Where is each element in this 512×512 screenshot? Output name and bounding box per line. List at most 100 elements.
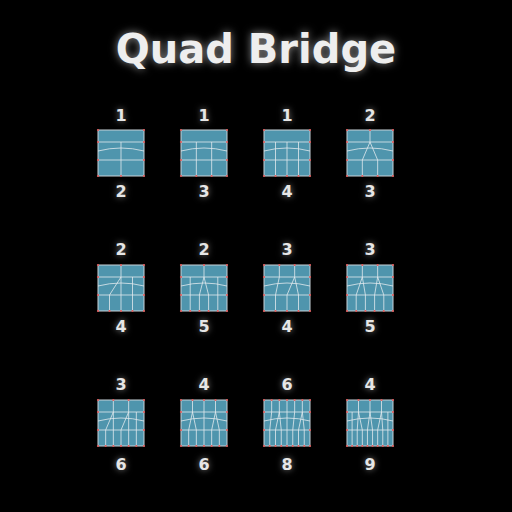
vertex-dot — [280, 445, 282, 447]
mesh-stroke — [121, 142, 122, 160]
mesh-stroke — [279, 400, 280, 412]
vertex-dot — [214, 399, 216, 401]
vertex-dot — [143, 411, 145, 413]
quad-mesh-icon — [263, 264, 311, 312]
mesh-stroke — [132, 277, 133, 295]
vertex-dot — [226, 399, 228, 401]
mesh-stroke — [276, 277, 280, 295]
vertex-dot — [97, 399, 99, 401]
vertex-dot — [294, 399, 296, 401]
vertex-dot — [143, 429, 145, 431]
vertex-dot — [180, 276, 182, 278]
vertex-dot — [97, 445, 99, 447]
mesh-stroke — [136, 430, 137, 446]
mesh-stroke — [199, 295, 200, 311]
vertex-dot — [180, 264, 182, 266]
quad-mesh-icon — [346, 399, 394, 447]
mesh-stroke — [357, 430, 358, 446]
mesh-stroke — [362, 430, 363, 446]
vertex-dot — [392, 141, 394, 143]
vertex-dot — [392, 310, 394, 312]
edge-count-number: 5 — [350, 317, 390, 337]
vertex-dot — [374, 310, 376, 312]
mesh-stroke — [287, 400, 288, 412]
edge-count-number: 2 — [184, 240, 224, 260]
vertex-dot — [392, 264, 394, 266]
vertex-dot — [180, 159, 182, 161]
vertex-dot — [361, 264, 363, 266]
vertex-dot — [226, 310, 228, 312]
mesh-stroke — [279, 412, 281, 430]
vertex-dot — [180, 429, 182, 431]
mesh-stroke — [275, 142, 276, 160]
vertex-dot — [346, 294, 348, 296]
vertex-dot — [286, 399, 288, 401]
vertex-dot — [271, 399, 273, 401]
vertex-dot — [218, 445, 220, 447]
mesh-stroke — [352, 430, 353, 446]
mesh-stroke — [98, 418, 144, 421]
edge-count-number: 9 — [350, 455, 390, 475]
edge-count-number: 3 — [267, 240, 307, 260]
vertex-dot — [297, 175, 299, 177]
mesh-stroke — [374, 295, 375, 311]
vertex-dot — [346, 129, 348, 131]
mesh-stroke — [270, 412, 272, 430]
vertex-dot — [135, 445, 137, 447]
edge-count-number: 2 — [101, 182, 141, 202]
mesh-stroke — [211, 430, 212, 446]
vertex-dot — [143, 445, 145, 447]
mesh-stroke — [113, 412, 114, 430]
edge-count-number: 6 — [101, 455, 141, 475]
mesh-stroke — [275, 430, 276, 446]
vertex-dot — [180, 399, 182, 401]
vertex-dot — [226, 276, 228, 278]
mesh-stroke — [192, 400, 193, 412]
mesh-stroke — [281, 430, 282, 446]
mesh-stroke — [271, 400, 272, 412]
vertex-dot — [208, 310, 210, 312]
vertex-dot — [286, 175, 288, 177]
vertex-dot — [198, 310, 200, 312]
vertex-dot — [274, 310, 276, 312]
mesh-stroke — [365, 295, 366, 311]
mesh-stroke — [378, 277, 384, 295]
vertex-dot — [392, 399, 394, 401]
vertex-dot — [369, 129, 371, 131]
mesh-stroke — [121, 412, 129, 430]
vertex-dot — [226, 264, 228, 266]
mesh-stroke — [347, 430, 393, 431]
vertex-dot — [392, 159, 394, 161]
quad-mesh-icon — [346, 264, 394, 312]
vertex-dot — [143, 264, 145, 266]
vertex-dot — [278, 399, 280, 401]
mesh-stroke — [269, 430, 270, 446]
mesh-stroke — [293, 412, 295, 430]
vertex-dot — [346, 429, 348, 431]
vertex-dot — [309, 276, 311, 278]
vertex-dot — [203, 264, 205, 266]
vertex-dot — [97, 159, 99, 161]
mesh-stroke — [196, 142, 197, 160]
mesh-stroke — [98, 265, 144, 311]
mesh-stroke — [190, 277, 191, 295]
vertex-dot — [226, 141, 228, 143]
edge-count-number: 1 — [267, 106, 307, 126]
vertex-dot — [309, 175, 311, 177]
mesh-stroke — [362, 277, 365, 295]
mesh-stroke — [98, 130, 144, 176]
mesh-stroke — [362, 142, 370, 160]
vertex-dot — [392, 294, 394, 296]
mesh-stroke — [181, 295, 227, 296]
vertex-dot — [143, 399, 145, 401]
vertex-dot — [97, 310, 99, 312]
vertex-dot — [97, 129, 99, 131]
vertex-dot — [382, 445, 384, 447]
quad-mesh-icon — [346, 129, 394, 177]
vertex-dot — [263, 399, 265, 401]
edge-count-number: 3 — [350, 182, 390, 202]
vertex-dot — [226, 411, 228, 413]
vertex-dot — [143, 129, 145, 131]
